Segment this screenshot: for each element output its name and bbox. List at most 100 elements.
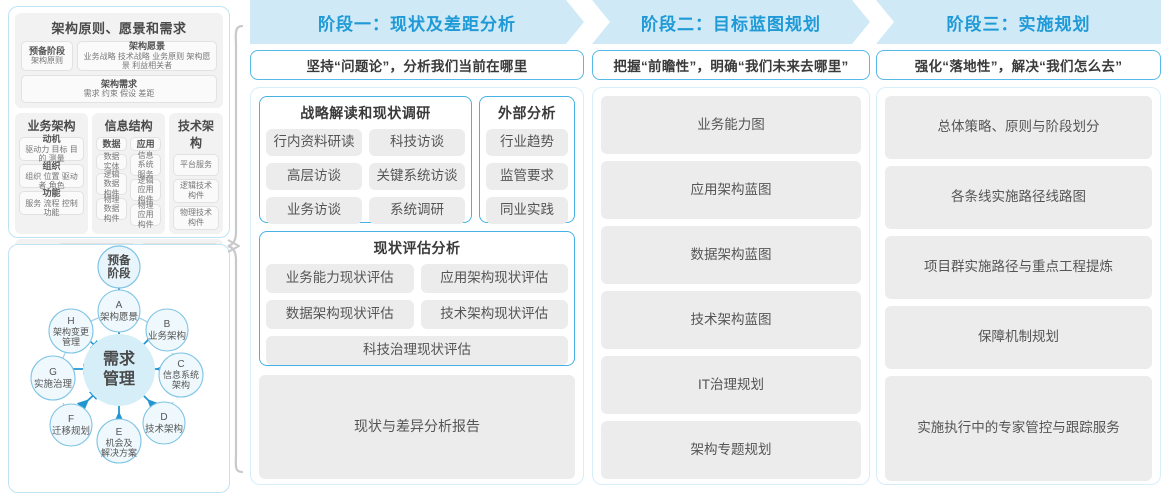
phase-1-survey-groups: 战略解读和现状调研 行内资料研读 科技访谈 高层访谈 关键系统访谈 业务访谈 系	[259, 96, 575, 224]
chip-item[interactable]: 应用架构现状评估	[420, 264, 568, 293]
phase-3[interactable]: 阶段三：实施规划 强化“落地性”，解决“我们怎么去” 总体策略、原则与阶段划分 …	[876, 0, 1161, 499]
chip-item[interactable]: 业务能力图	[601, 96, 861, 154]
left-column: 架构原则、愿景和需求 预备阶段 架构原则 架构愿景 业务战略 技术战略 业务原则…	[8, 6, 230, 493]
cf-tech-logical: 逻辑技术构件	[173, 179, 219, 203]
chip-item[interactable]: 业务能力现状评估	[266, 264, 414, 293]
svg-text:架构: 架构	[172, 379, 190, 390]
cf-app-logical: 逻辑应用构件	[130, 176, 162, 204]
cf-vision: 架构愿景 业务战略 技术战略 业务原则 架构愿景 利益相关者	[77, 41, 217, 71]
cf-columns: 业务架构 动机 驱动力 目标 目的 测量 组织 组织 位置 驱动者 角色 功能	[15, 113, 223, 234]
chip-item[interactable]: 科技访谈	[369, 129, 465, 156]
chip-item[interactable]: 技术架构蓝图	[601, 291, 861, 349]
adm-node-b	[145, 308, 189, 352]
cf-app-service: 信息系统服务	[130, 151, 162, 179]
svg-text:阶段: 阶段	[108, 266, 131, 280]
svg-text:G: G	[49, 367, 57, 378]
cf-data-head: 数据	[96, 137, 128, 151]
brace-connector	[226, 24, 252, 474]
cf-data-logical: 逻辑数据构件	[96, 170, 128, 198]
cf-app-physical: 物理应用构件	[130, 201, 162, 229]
chip-item[interactable]: 高层访谈	[266, 163, 362, 190]
chip-item[interactable]: 应用架构蓝图	[601, 161, 861, 219]
chip-item[interactable]: 行内资料研读	[266, 129, 362, 156]
chip-item[interactable]: 行业趋势	[486, 129, 568, 156]
svg-text:迁移规划: 迁移规划	[52, 425, 90, 437]
group-assessment[interactable]: 现状评估分析 业务能力现状评估 应用架构现状评估 数据架构现状评估 技术架构现状…	[259, 231, 575, 366]
chip-item[interactable]: 项目群实施路径与重点工程提炼	[885, 236, 1152, 299]
svg-text:架构愿景: 架构愿景	[100, 311, 138, 323]
chip-item[interactable]: 技术架构现状评估	[420, 300, 568, 329]
togaf-adm-wheel: 需求 管理 预备 阶段 A 架构愿景 B 业务架构 C 信息系统 架构	[8, 244, 230, 493]
adm-node-g	[30, 355, 76, 401]
chip-item[interactable]: 业务访谈	[266, 197, 362, 224]
phase-2-body: 业务能力图 应用架构蓝图 数据架构蓝图 技术架构蓝图 IT治理规划 架构专题规划	[592, 87, 870, 485]
phase-1-report[interactable]: 现状与差异分析报告	[259, 375, 575, 479]
cf-item-organization: 组织 组织 位置 驱动者 角色	[19, 161, 85, 190]
adm-node-h	[48, 308, 94, 354]
chip-item[interactable]: 架构专题规划	[601, 421, 861, 479]
svg-text:实施治理: 实施治理	[34, 378, 73, 390]
phase-1-body: 战略解读和现状调研 行内资料研读 科技访谈 高层访谈 关键系统访谈 业务访谈 系	[250, 87, 584, 485]
chip-item[interactable]: 实施执行中的专家管控与跟踪服务	[885, 376, 1152, 481]
svg-text:架构变更: 架构变更	[53, 326, 89, 337]
cf-row-1: 预备阶段 架构原则 架构愿景 业务战略 技术战略 业务原则 架构愿景 利益相关者	[21, 41, 217, 71]
cf-item-function: 功能 服务 流程 控制 功能	[19, 188, 85, 217]
chip-item[interactable]: 同业实践	[486, 197, 568, 224]
phase-1-subtitle: 坚持“问题论”，分析我们当前在哪里	[250, 50, 584, 80]
chip-item[interactable]: 总体策略、原则与阶段划分	[885, 96, 1152, 159]
adm-center-line2: 管理	[103, 369, 135, 388]
phase-1[interactable]: 阶段一：现状及差距分析 坚持“问题论”，分析我们当前在哪里 战略解读和现状调研 …	[250, 0, 584, 499]
chip-item[interactable]: 保障机制规划	[885, 306, 1152, 369]
svg-text:H: H	[67, 316, 74, 327]
svg-text:管理: 管理	[62, 336, 80, 347]
chip-item[interactable]: IT治理规划	[601, 356, 861, 414]
brace-icon	[227, 24, 244, 474]
adm-node-a	[97, 289, 141, 333]
cf-col-technology-items: 平台服务 逻辑技术构件 物理技术构件	[173, 154, 219, 230]
chip-item[interactable]: 数据架构现状评估	[266, 300, 414, 329]
adm-node-e	[96, 418, 142, 464]
group-strategy-survey[interactable]: 战略解读和现状调研 行内资料研读 科技访谈 高层访谈 关键系统访谈 业务访谈 系	[259, 96, 472, 224]
svg-text:业务架构: 业务架构	[148, 330, 186, 342]
phase-2[interactable]: 阶段二：目标蓝图规划 把握“前瞻性”，明确“我们未来去哪里” 业务能力图 应用架…	[592, 0, 870, 499]
chip-item[interactable]: 科技治理现状评估	[266, 336, 568, 365]
svg-text:解决方案: 解决方案	[101, 447, 137, 458]
phase-3-body: 总体策略、原则与阶段划分 各条线实施路径线路图 项目群实施路径与重点工程提炼 保…	[876, 87, 1161, 485]
cf-col-technology: 技术架构 平台服务 逻辑技术构件 物理技术构件	[169, 113, 223, 234]
cf-col-business-items: 动机 驱动力 目标 目的 测量 组织 组织 位置 驱动者 角色 功能 服务 流程…	[19, 134, 85, 217]
group-strategy-survey-items: 行内资料研读 科技访谈 高层访谈 关键系统访谈 业务访谈 系统调研	[266, 129, 465, 224]
cf-col-business: 业务架构 动机 驱动力 目标 目的 测量 组织 组织 位置 驱动者 角色 功能	[15, 113, 89, 234]
cf-row-2: 架构需求 需求 约束 假设 差距	[21, 75, 217, 103]
chip-item[interactable]: 系统调研	[369, 197, 465, 224]
group-external-analysis[interactable]: 外部分析 行业趋势 监管要求 同业实践	[479, 96, 575, 224]
group-external-analysis-title: 外部分析	[498, 105, 556, 121]
cf-app-stack: 应用 信息系统服务 逻辑应用构件 物理应用构件	[130, 137, 162, 229]
cf-col-information: 信息结构 数据 数据实体 逻辑数据构件	[92, 113, 166, 234]
phase-3-items: 总体策略、原则与阶段划分 各条线实施路径线路图 项目群实施路径与重点工程提炼 保…	[885, 96, 1152, 481]
cf-data-entity: 数据实体	[96, 152, 128, 171]
svg-text:F: F	[68, 414, 74, 425]
phase-3-subtitle: 强化“落地性”，解决“我们怎么去”	[876, 50, 1161, 80]
adm-center-circle	[83, 334, 155, 406]
phase-2-subtitle: 把握“前瞻性”，明确“我们未来去哪里”	[592, 50, 870, 80]
adm-wheel-svg: 需求 管理 预备 阶段 A 架构愿景 B 业务架构 C 信息系统 架构	[30, 245, 204, 464]
cf-data-stack: 数据 数据实体 逻辑数据构件 物理数据构件	[96, 137, 128, 226]
cf-tech-platform: 平台服务	[173, 154, 219, 176]
phase-2-title: 阶段二：目标蓝图规划	[641, 14, 821, 34]
phase-1-title: 阶段一：现状及差距分析	[318, 14, 516, 34]
svg-text:D: D	[160, 412, 167, 423]
svg-text:C: C	[177, 359, 184, 370]
phase-3-header: 阶段三：实施规划	[876, 0, 1161, 44]
phase-2-header: 阶段二：目标蓝图规划	[592, 0, 870, 44]
svg-text:信息系统: 信息系统	[163, 369, 199, 380]
chip-item[interactable]: 监管要求	[486, 163, 568, 190]
cf-data-physical: 物理数据构件	[96, 195, 128, 223]
cf-col-information-items: 数据 数据实体 逻辑数据构件 物理数据构件	[96, 137, 162, 229]
adm-node-prelim	[97, 245, 141, 289]
cf-app-head: 应用	[130, 137, 162, 151]
chip-item[interactable]: 关键系统访谈	[369, 163, 465, 190]
chip-item[interactable]: 数据架构蓝图	[601, 226, 861, 284]
cf-requirements: 架构需求 需求 约束 假设 差距	[21, 75, 217, 103]
chip-item[interactable]: 各条线实施路径线路图	[885, 166, 1152, 229]
